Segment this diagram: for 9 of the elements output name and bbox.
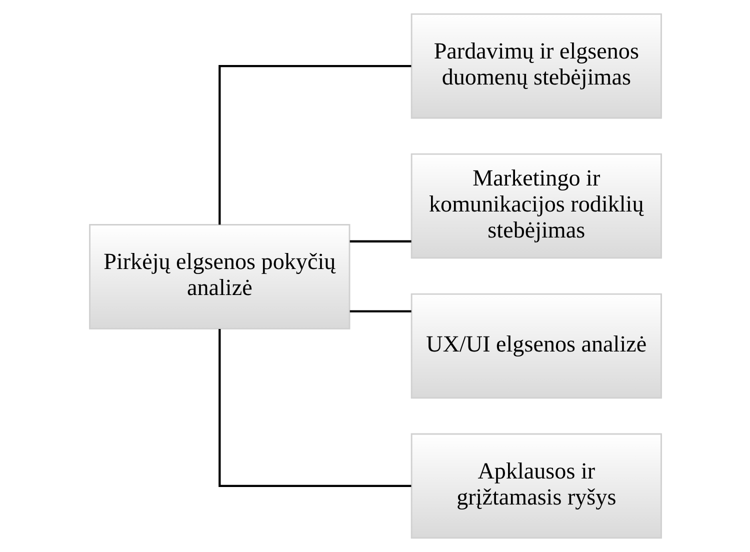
connector <box>349 240 411 242</box>
node-box: UX/UI elgsenos analizė <box>410 293 662 399</box>
connector <box>218 64 411 225</box>
node-box: Apklausos ir grįžtamasis ryšys <box>410 433 662 539</box>
node-box: Marketingo ir komunikacijos rodiklių stebėjimas <box>410 153 662 259</box>
node-box: Pirkėjų elgsenos pokyčių analizė <box>88 224 350 330</box>
node-box: Pardavimų ir elgsenos duomenų stebėjimas <box>410 13 662 119</box>
connector <box>218 329 411 488</box>
connector <box>349 310 411 312</box>
